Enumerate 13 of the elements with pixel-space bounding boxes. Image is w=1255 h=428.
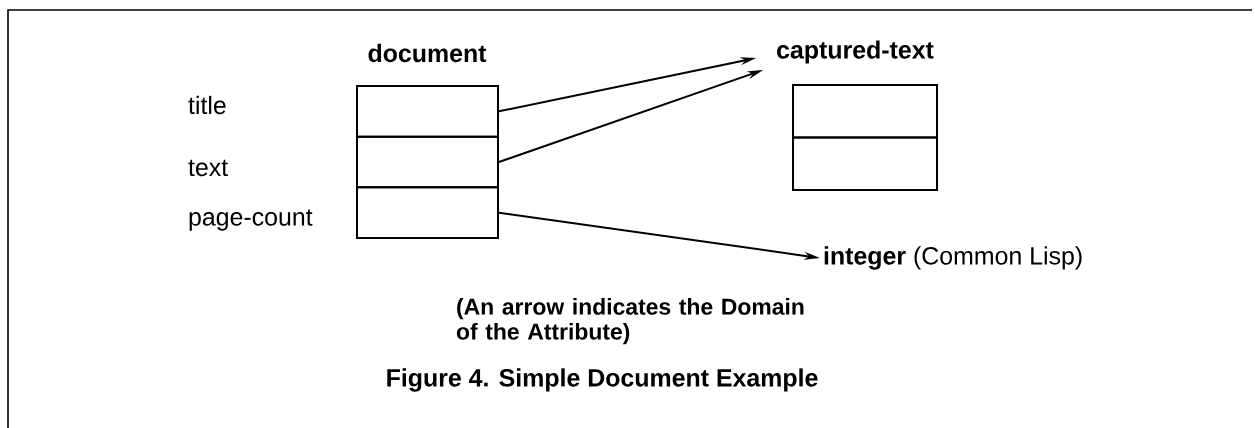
node-label: captured-text xyxy=(777,40,934,64)
field-name: page-count xyxy=(189,209,313,231)
field-name: title xyxy=(188,95,226,115)
record-cell xyxy=(792,136,938,192)
note-text: (An arrow indicates the Domain of the Attribute) xyxy=(456,298,804,345)
field-name: text xyxy=(188,159,228,177)
record-cell xyxy=(356,186,499,240)
type-name: integer (Common Lisp) xyxy=(824,246,1082,270)
record-cell xyxy=(356,135,499,189)
record-cell xyxy=(792,83,938,139)
figure-caption: Figure 4. Simple Document Example xyxy=(387,368,818,392)
node-label: document xyxy=(368,43,487,63)
record-cell xyxy=(356,84,499,138)
